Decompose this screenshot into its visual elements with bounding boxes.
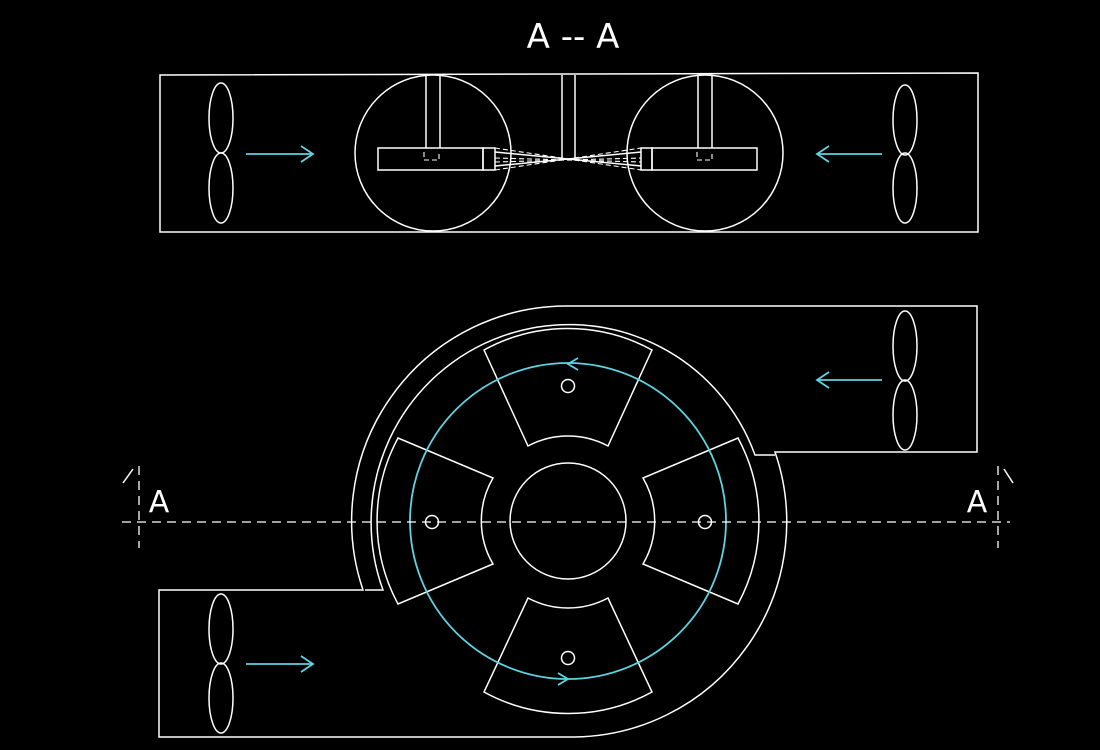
section-flow-arrow-left [815, 145, 882, 163]
right-rotor-section [626, 74, 784, 232]
left-rotor-section [354, 74, 512, 232]
lower-duct-fan-icon [208, 593, 234, 734]
blade-left [376, 437, 495, 605]
left-fan-icon [208, 82, 234, 224]
section-line [122, 466, 1014, 548]
section-flow-arrow-right [246, 145, 315, 163]
lower-duct-flow-arrow [246, 655, 315, 673]
right-fan-icon [892, 84, 918, 224]
rotation-arrow-bottom-icon [557, 672, 570, 686]
section-mark-left: A [149, 485, 170, 520]
rotor-blades [376, 327, 760, 715]
plan-housing-outline [158, 305, 978, 738]
crossing-linkage [494, 147, 642, 171]
section-view: A -- A [159, 17, 979, 233]
hub-circle [509, 462, 627, 580]
upper-duct-fan-icon [892, 310, 918, 451]
inner-casing-ring [365, 323, 775, 591]
blade-right [641, 437, 760, 605]
section-housing-outline [159, 72, 979, 233]
blade-top [483, 327, 653, 448]
center-post [561, 75, 576, 158]
rotation-arrow-top-icon [566, 357, 579, 371]
rotation-path-circle [409, 362, 727, 680]
upper-duct-flow-arrow [815, 371, 882, 389]
plan-view: A A [122, 305, 1014, 738]
section-mark-right: A [967, 485, 988, 520]
blade-bottom [483, 596, 653, 715]
section-title: A -- A [527, 17, 620, 57]
